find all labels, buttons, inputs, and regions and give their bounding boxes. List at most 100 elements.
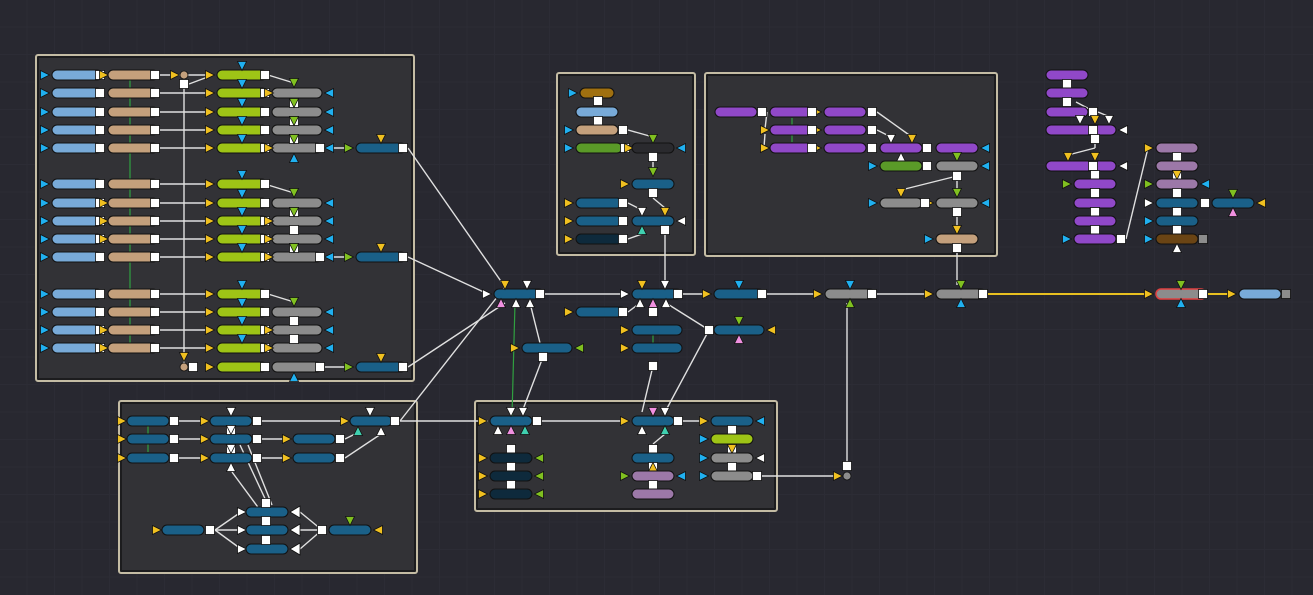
- node-body[interactable]: [216, 197, 268, 209]
- output-port[interactable]: [952, 243, 962, 253]
- output-port[interactable]: [506, 462, 516, 472]
- output-port[interactable]: [506, 480, 516, 490]
- input-port-left[interactable]: [40, 87, 51, 99]
- port-triangle-icon[interactable]: [200, 433, 211, 445]
- input-port-top[interactable]: [375, 353, 387, 364]
- node-gray[interactable]: [868, 197, 923, 209]
- port-triangle-icon[interactable]: [225, 425, 237, 436]
- output-port[interactable]: [752, 471, 762, 481]
- output-port[interactable]: [260, 179, 270, 189]
- connection-line[interactable]: [231, 471, 261, 511]
- output-port[interactable]: [1090, 225, 1100, 235]
- node-lime[interactable]: [205, 225, 268, 245]
- node-body[interactable]: [271, 106, 323, 118]
- node-dark[interactable]: [564, 233, 623, 245]
- port-triangle-icon[interactable]: [288, 134, 300, 145]
- node-body[interactable]: [769, 106, 813, 118]
- node-purple[interactable]: [1045, 87, 1089, 99]
- node-purple[interactable]: [823, 142, 867, 154]
- port-triangle-icon[interactable]: [1171, 170, 1183, 181]
- input-port-bottom[interactable]: [1227, 206, 1239, 217]
- node-mauve[interactable]: [620, 470, 686, 482]
- output-port[interactable]: [1172, 152, 1182, 162]
- input-port-left[interactable]: [1144, 142, 1155, 154]
- input-port-top[interactable]: [236, 225, 248, 236]
- input-port-bottom[interactable]: [733, 333, 745, 344]
- node-body[interactable]: [935, 197, 979, 209]
- connection-line[interactable]: [529, 302, 541, 344]
- output-port[interactable]: [95, 143, 105, 153]
- node-body[interactable]: [575, 124, 619, 136]
- output-port[interactable]: [398, 143, 408, 153]
- node-body[interactable]: [349, 415, 393, 427]
- input-port-right[interactable]: [323, 215, 334, 227]
- node-loader[interactable]: [40, 251, 103, 263]
- port-triangle-icon[interactable]: [288, 243, 300, 254]
- node-lime[interactable]: [205, 116, 268, 136]
- port-triangle-icon[interactable]: [906, 134, 918, 145]
- input-port-right[interactable]: [323, 342, 334, 354]
- output-port[interactable]: [593, 116, 603, 126]
- node-blue[interactable]: [478, 407, 533, 427]
- node-body[interactable]: [710, 415, 754, 427]
- output-port[interactable]: [95, 252, 105, 262]
- node-loader[interactable]: [40, 124, 103, 136]
- connection-line[interactable]: [511, 302, 516, 417]
- input-port-right[interactable]: [323, 233, 334, 245]
- output-port[interactable]: [150, 307, 160, 317]
- node-tan[interactable]: [564, 124, 619, 136]
- node-blue[interactable]: [510, 342, 584, 354]
- node-body[interactable]: [51, 342, 103, 354]
- node-blue[interactable]: [344, 134, 407, 154]
- node-body[interactable]: [714, 106, 758, 118]
- node-body[interactable]: [51, 324, 103, 336]
- node-body[interactable]: [1155, 215, 1199, 227]
- connection-line[interactable]: [344, 433, 382, 459]
- input-port-left[interactable]: [40, 251, 51, 263]
- input-port-right[interactable]: [754, 452, 765, 464]
- input-port-left[interactable]: [205, 178, 216, 190]
- output-port[interactable]: [260, 362, 270, 372]
- node-lime[interactable]: [699, 433, 754, 445]
- node-purple[interactable]: [1045, 160, 1128, 172]
- node-body[interactable]: [575, 233, 623, 245]
- input-port-left[interactable]: [40, 342, 51, 354]
- output-port[interactable]: [188, 362, 198, 372]
- port-triangle-icon[interactable]: [99, 215, 110, 227]
- node-body[interactable]: [51, 142, 103, 154]
- dot-node[interactable]: [179, 70, 189, 80]
- node-body[interactable]: [51, 233, 103, 245]
- node-body[interactable]: [1045, 160, 1117, 172]
- input-port-left[interactable]: [620, 470, 631, 482]
- input-port-right[interactable]: [323, 197, 334, 209]
- node-blue[interactable]: [699, 415, 765, 427]
- output-port[interactable]: [150, 143, 160, 153]
- input-port-bottom[interactable]: [1175, 297, 1187, 308]
- node-body[interactable]: [713, 288, 765, 300]
- input-port-left[interactable]: [205, 87, 216, 99]
- output-port[interactable]: [95, 125, 105, 135]
- port-triangle-icon[interactable]: [152, 524, 163, 536]
- node-body[interactable]: [216, 69, 268, 81]
- input-port-top[interactable]: [236, 98, 248, 109]
- input-port-top[interactable]: [375, 243, 387, 254]
- node-mauve[interactable]: [1144, 142, 1199, 154]
- node-body[interactable]: [126, 433, 170, 445]
- node-body[interactable]: [216, 215, 268, 227]
- port-triangle-icon[interactable]: [352, 425, 364, 436]
- input-port-right[interactable]: [323, 106, 334, 118]
- input-port-left[interactable]: [344, 251, 355, 263]
- node-body[interactable]: [51, 124, 103, 136]
- output-port[interactable]: [1198, 234, 1208, 244]
- port-triangle-icon[interactable]: [885, 134, 897, 145]
- node-body[interactable]: [216, 361, 268, 373]
- node-body[interactable]: [51, 251, 103, 263]
- node-body[interactable]: [126, 415, 170, 427]
- output-port[interactable]: [95, 289, 105, 299]
- input-port-left[interactable]: [620, 178, 631, 190]
- node-purple[interactable]: [1073, 197, 1117, 209]
- node-loader[interactable]: [40, 342, 103, 354]
- connection-line[interactable]: [652, 433, 666, 445]
- output-port[interactable]: [978, 289, 988, 299]
